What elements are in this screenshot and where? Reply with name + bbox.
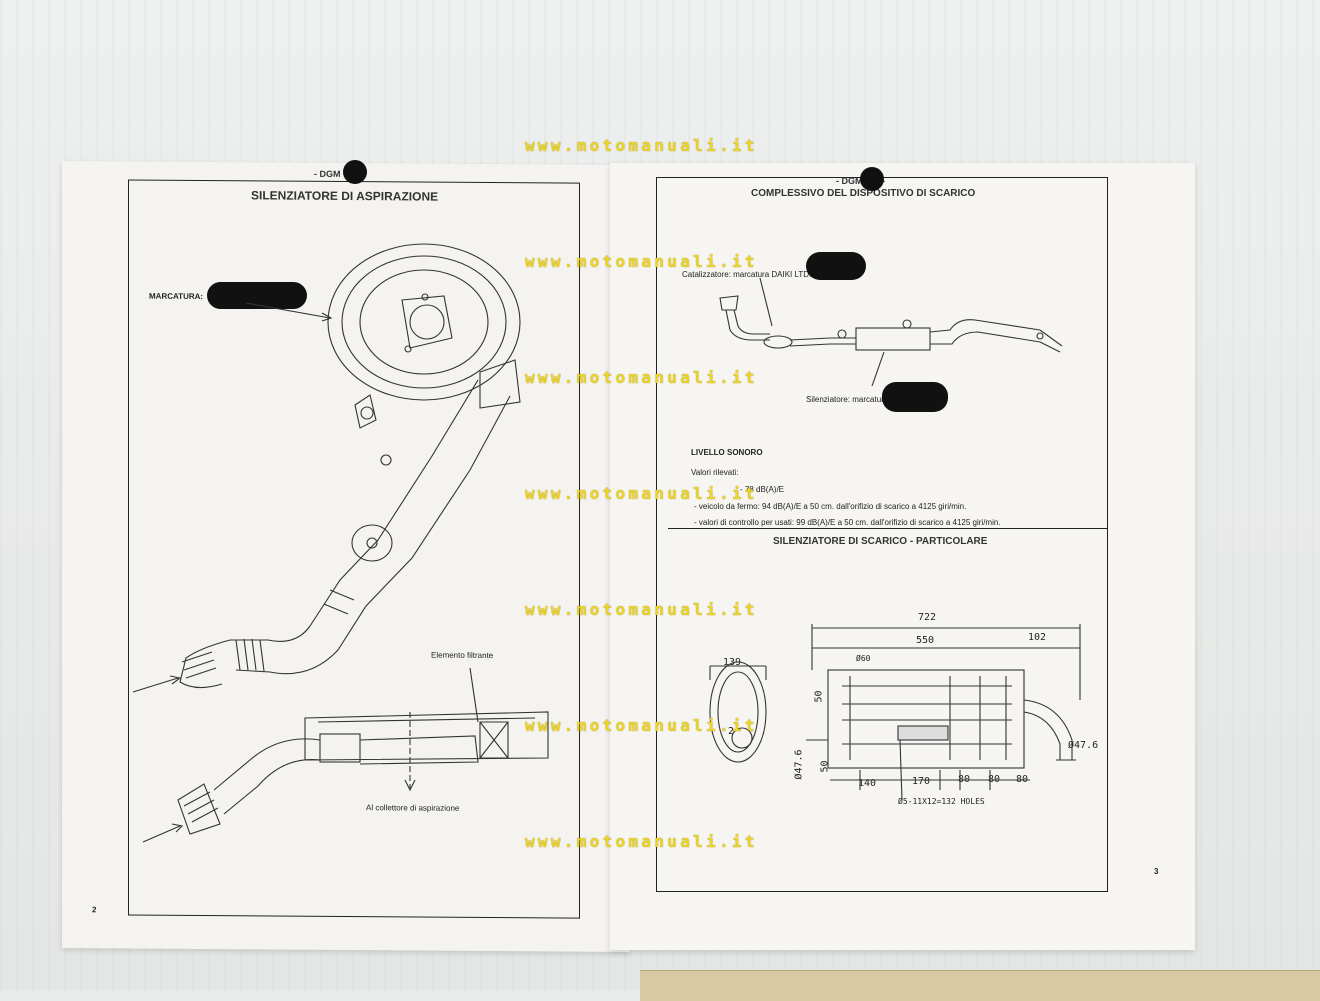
dim-2: 2 <box>728 726 735 737</box>
section-divider <box>668 528 1108 529</box>
right-page: - DGM OM - COMPLESSIVO DEL DISPOSITIVO D… <box>610 163 1195 950</box>
catalyst-redaction <box>806 252 866 280</box>
dim-722: 722 <box>918 612 937 623</box>
noise-intro: Valori rilevati: <box>691 468 739 477</box>
dim-d47-right: Ø47.6 <box>1068 740 1099 751</box>
silencer-redaction <box>882 382 948 412</box>
noise-line-3: - valori di controllo per usati: 99 dB(A… <box>694 518 1001 527</box>
header-redaction-right <box>860 167 884 191</box>
watermark-2: www.motomanuali.it <box>525 252 758 271</box>
dim-holes: Ø5-11X12=132 HOLES <box>898 797 985 806</box>
watermark-3: www.motomanuali.it <box>525 368 758 387</box>
dim-550: 550 <box>916 635 935 646</box>
watermark-6: www.motomanuali.it <box>525 716 758 735</box>
dim-140: 140 <box>858 778 877 789</box>
silencer-label: Silenziatore: marcatura <box>806 395 889 404</box>
catalyst-label: Catalizzatore: marcatura DAIKI LTD. <box>682 270 812 279</box>
right-page-title: COMPLESSIVO DEL DISPOSITIVO DI SCARICO <box>751 188 976 199</box>
header-redaction-left <box>343 160 367 184</box>
watermark-1: www.motomanuali.it <box>525 136 758 155</box>
watermark-7: www.motomanuali.it <box>525 832 758 851</box>
noise-line-1: - 78 dB(A)/E <box>740 485 785 494</box>
dim-d60: Ø60 <box>856 654 871 663</box>
noise-line-2: - veicolo da fermo: 94 dB(A)/E a 50 cm. … <box>694 502 967 511</box>
noise-title: LIVELLO SONORO <box>691 448 763 457</box>
watermark-5: www.motomanuali.it <box>525 600 758 619</box>
detail-title: SILENZIATORE DI SCARICO - PARTICOLARE <box>773 536 988 547</box>
right-page-number: 3 <box>1154 867 1159 876</box>
dim-102: 102 <box>1028 632 1047 643</box>
watermark-4: www.motomanuali.it <box>525 484 758 503</box>
dim-170: 170 <box>912 776 931 787</box>
